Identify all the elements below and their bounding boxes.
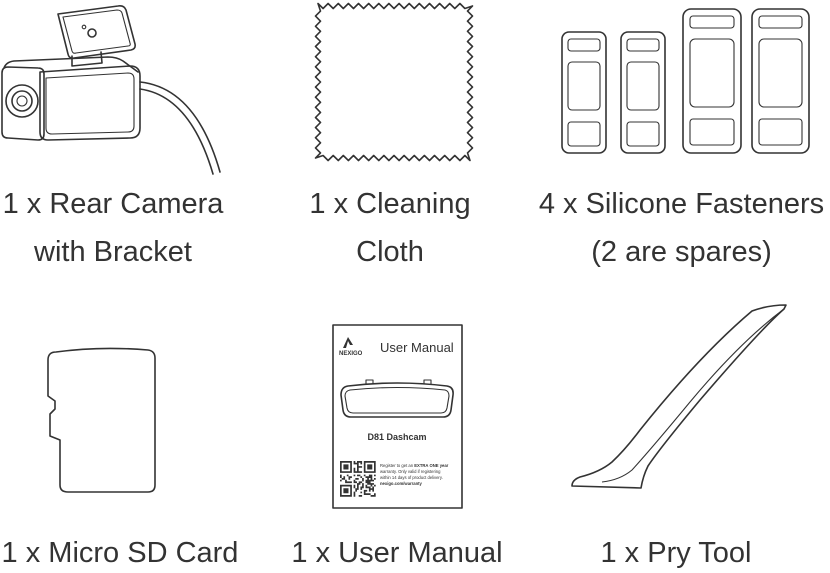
camera-front [1, 66, 45, 141]
manual-brand: NEXIGO [339, 351, 363, 357]
cleaning-cloth-outline [314, 2, 474, 162]
micro-sd-card-outline [47, 347, 156, 493]
mirror-tab-right [423, 379, 432, 384]
camera-lens-inner [16, 95, 28, 107]
caption-line: (2 are spares) [591, 236, 772, 268]
pry-tool-ridge [601, 308, 785, 483]
warranty-line-2: warranty. Only valid if registering [380, 469, 441, 474]
silicone-fasteners-icon [561, 8, 810, 154]
qr-code-modules [340, 461, 376, 497]
warranty-url: nexigo.com/warranty [380, 481, 423, 486]
caption-cleaning-cloth: 1 x Cleaning Cloth [290, 180, 490, 276]
caption-user-manual: 1 x User Manual [287, 534, 507, 572]
camera-lens-middle [11, 90, 33, 112]
silicone-fastener [620, 31, 666, 154]
camera-cable [139, 81, 221, 173]
rear-camera-icon [1, 5, 221, 175]
silicone-fastener [561, 31, 607, 154]
warranty-line-3: within 14 days of product delivery. [380, 475, 443, 480]
caption-line: 1 x Pry Tool [600, 537, 752, 569]
pry-tool-icon [571, 304, 787, 489]
warranty-line-1: Register to get anEXTRA ONE year [380, 463, 449, 468]
caption-line: with Bracket [34, 236, 192, 268]
camera-lens-outer [5, 84, 39, 118]
bracket-screw [87, 28, 97, 38]
caption-line: Cloth [356, 236, 424, 268]
brand-logo-icon [343, 337, 353, 348]
caption-line: 1 x Cleaning [309, 188, 471, 220]
caption-line: 1 x Rear Camera [2, 188, 224, 220]
camera-side-inner [45, 72, 135, 135]
pry-tool-outline [571, 304, 787, 489]
silicone-fastener [682, 8, 742, 154]
qr-code [340, 461, 376, 497]
cleaning-cloth-icon [314, 2, 474, 162]
bracket-plate-inner [62, 9, 131, 54]
mirror-tab-left [365, 379, 374, 384]
user-manual-icon: NEXIGO User Manual D81 Dashcam Register … [332, 324, 463, 509]
caption-rear-camera: 1 x Rear Camera with Bracket [0, 180, 226, 276]
caption-silicone-fasteners: 4 x Silicone Fasteners (2 are spares) [533, 180, 830, 276]
silicone-fastener [751, 8, 810, 154]
bracket-plate [57, 5, 136, 59]
manual-cover [332, 324, 463, 509]
camera-top [3, 56, 139, 73]
caption-line: 1 x Micro SD Card [1, 537, 239, 569]
caption-line: 4 x Silicone Fasteners [538, 188, 825, 220]
caption-pry-tool: 1 x Pry Tool [576, 534, 776, 572]
caption-line: 1 x User Manual [291, 537, 503, 569]
camera-cable-edge [139, 88, 214, 175]
manual-title: User Manual [380, 340, 454, 355]
camera-side [39, 65, 141, 141]
bracket-screw-small [81, 24, 87, 30]
dashcam-mirror-screen [344, 386, 450, 414]
manual-model: D81 Dashcam [367, 432, 426, 442]
dashcam-mirror-outline [340, 382, 454, 418]
caption-micro-sd-card: 1 x Micro SD Card [0, 534, 240, 572]
micro-sd-card-icon [47, 347, 156, 493]
